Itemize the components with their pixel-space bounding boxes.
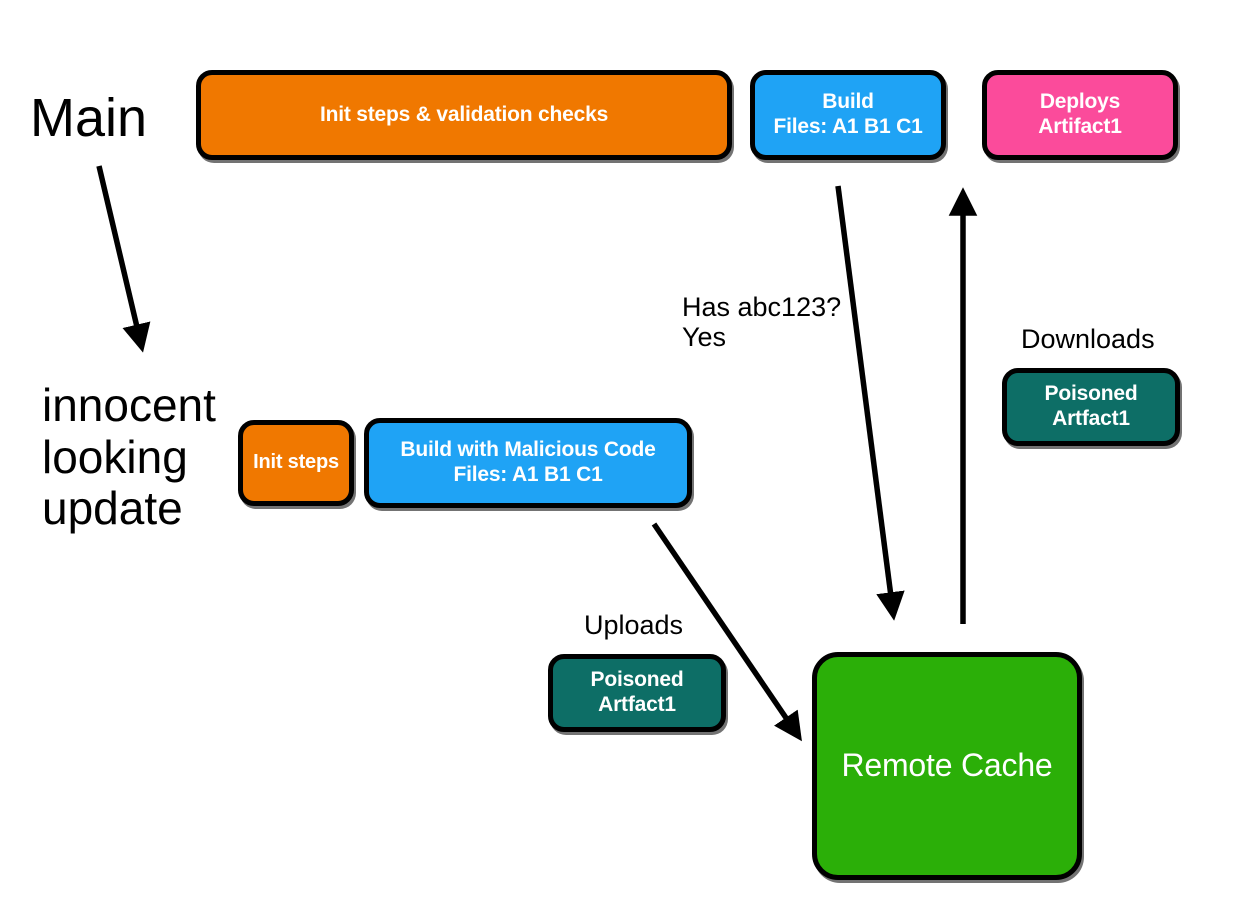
node-build-main-title: Build: [822, 90, 874, 114]
node-init-steps-validation-checks[interactable]: Init steps & validation checks: [196, 70, 732, 160]
node-poisoned-artifact-downloads[interactable]: Poisoned Artfact1: [1002, 368, 1180, 446]
node-build-main-files: Files: A1 B1 C1: [773, 115, 923, 138]
uploads-label: Uploads: [584, 610, 684, 640]
node-poisoned-artifact-downloads-title: Poisoned: [1044, 382, 1138, 406]
feature-branch-line-2: looking: [42, 430, 188, 483]
node-build-with-malicious-code[interactable]: Build with Malicious Code Files: A1 B1 C…: [364, 418, 692, 508]
node-deploys-artifact[interactable]: Deploys Artifact1: [982, 70, 1178, 160]
node-poisoned-artifact-uploads-title: Poisoned: [590, 668, 684, 692]
feature-branch-label: innocent looking update: [42, 379, 216, 535]
node-init-steps[interactable]: Init steps: [238, 420, 354, 506]
node-build-with-malicious-code-title: Build with Malicious Code: [400, 438, 656, 462]
arrow-build-to-remote-cache: [835, 185, 905, 621]
feature-branch-line-1: innocent: [42, 379, 216, 431]
node-poisoned-artifact-uploads-name: Artfact1: [598, 693, 676, 716]
node-init-steps-validation-checks-text: Init steps & validation checks: [319, 102, 609, 126]
cache-query-line-1: Has abc123?: [682, 292, 842, 322]
main-branch-label: Main: [30, 88, 148, 148]
downloads-label: Downloads: [1021, 324, 1155, 354]
node-remote-cache-text: Remote Cache: [841, 747, 1053, 784]
node-deploys-artifact-name: Artifact1: [1038, 115, 1122, 138]
node-init-steps-text: Init steps: [253, 451, 339, 474]
cache-query-line-2: Yes: [682, 322, 727, 353]
feature-branch-line-3: update: [42, 482, 183, 535]
cache-query-label: Has abc123? Yes: [682, 292, 841, 352]
node-build-main[interactable]: Build Files: A1 B1 C1: [750, 70, 946, 160]
node-deploys-artifact-title: Deploys: [1039, 90, 1121, 114]
node-remote-cache[interactable]: Remote Cache: [812, 652, 1082, 880]
node-poisoned-artifact-uploads[interactable]: Poisoned Artfact1: [548, 654, 726, 732]
node-poisoned-artifact-downloads-name: Artfact1: [1052, 407, 1130, 430]
arrow-main-to-feature-branch: [96, 165, 151, 353]
node-build-with-malicious-code-files: Files: A1 B1 C1: [453, 463, 603, 486]
